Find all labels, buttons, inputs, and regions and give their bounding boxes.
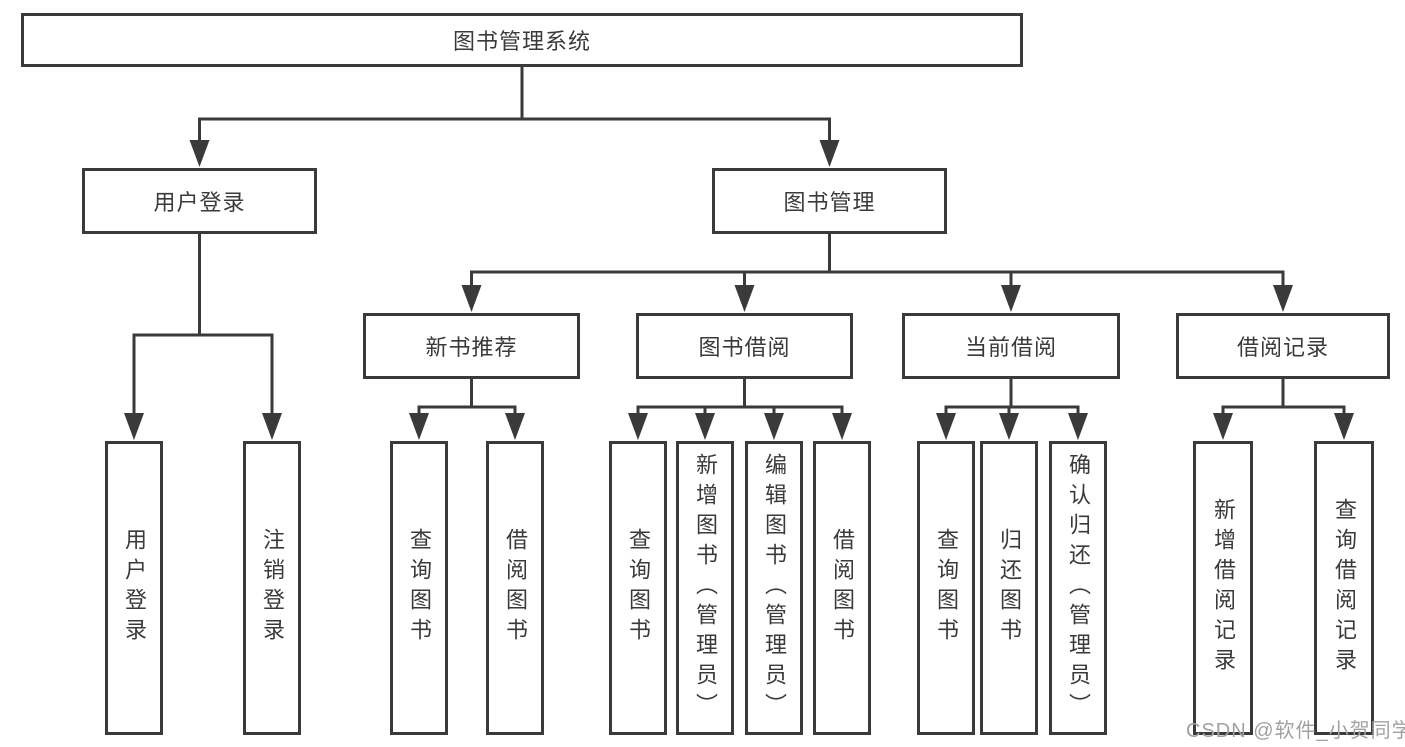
leaf-borrow-add-admin-label: 新增图书（管理员）	[693, 453, 718, 723]
node-borrow-record: 借阅记录	[1176, 313, 1390, 379]
node-new-book-recommend: 新书推荐	[363, 313, 580, 379]
leaf-newbook-query-label: 查询图书	[407, 528, 432, 648]
leaf-user-login: 用户登录	[105, 441, 163, 735]
node-root-label: 图书管理系统	[452, 29, 591, 54]
leaf-current-confirm-admin-label: 确认归还（管理员）	[1066, 453, 1091, 723]
leaf-newbook-borrow-label: 借阅图书	[503, 528, 528, 648]
leaf-record-add-label: 新增借阅记录	[1211, 498, 1236, 678]
leaf-user-login-label: 用户登录	[122, 528, 147, 648]
leaf-current-query: 查询图书	[917, 441, 975, 735]
leaf-borrow-borrow-label: 借阅图书	[830, 528, 855, 648]
node-user-login-label: 用户登录	[153, 190, 246, 215]
node-book-borrow-label: 图书借阅	[698, 335, 791, 360]
leaf-record-query-label: 查询借阅记录	[1332, 498, 1357, 678]
node-root: 图书管理系统	[21, 13, 1023, 67]
node-book-management-label: 图书管理	[783, 190, 876, 215]
leaf-record-add: 新增借阅记录	[1193, 441, 1253, 735]
leaf-borrow-add-admin: 新增图书（管理员）	[676, 441, 734, 735]
leaf-borrow-edit-admin: 编辑图书（管理员）	[745, 441, 803, 735]
leaf-user-logout: 注销登录	[243, 441, 301, 735]
leaf-newbook-query: 查询图书	[390, 441, 448, 735]
csdn-watermark: CSDN @软件_小贺同学	[1186, 720, 1405, 742]
leaf-current-confirm-admin: 确认归还（管理员）	[1049, 441, 1107, 735]
leaf-current-return: 归还图书	[980, 441, 1038, 735]
leaf-borrow-query: 查询图书	[609, 441, 667, 735]
leaf-record-query: 查询借阅记录	[1314, 441, 1374, 735]
leaf-newbook-borrow: 借阅图书	[486, 441, 544, 735]
leaf-borrow-borrow: 借阅图书	[813, 441, 871, 735]
node-user-login: 用户登录	[82, 168, 317, 234]
leaf-current-query-label: 查询图书	[934, 528, 959, 648]
node-borrow-record-label: 借阅记录	[1236, 335, 1329, 360]
node-current-borrow: 当前借阅	[902, 313, 1120, 379]
node-new-book-recommend-label: 新书推荐	[425, 335, 518, 360]
leaf-borrow-query-label: 查询图书	[626, 528, 651, 648]
node-book-management: 图书管理	[712, 168, 947, 234]
leaf-user-logout-label: 注销登录	[260, 528, 285, 648]
leaf-borrow-edit-admin-label: 编辑图书（管理员）	[762, 453, 787, 723]
leaf-current-return-label: 归还图书	[997, 528, 1022, 648]
node-current-borrow-label: 当前借阅	[964, 335, 1057, 360]
node-book-borrow: 图书借阅	[636, 313, 853, 379]
